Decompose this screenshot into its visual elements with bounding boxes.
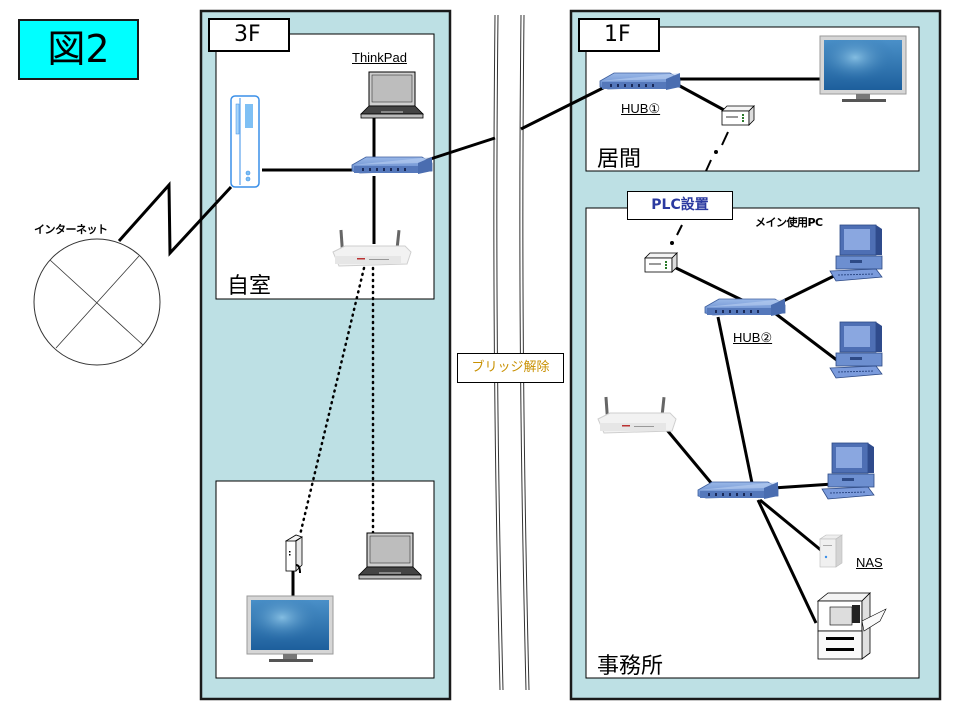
plc-adapter-3f-icon <box>285 534 303 574</box>
floor-label-3f: 3F <box>208 18 290 52</box>
main-pc-label: メイン使用PC <box>755 216 823 229</box>
printer-icon <box>816 592 887 660</box>
hub-3f-icon <box>351 156 433 175</box>
internet-label: インターネット <box>34 223 108 236</box>
room-label-jimusho: 事務所 <box>597 654 664 679</box>
building-gap-lines <box>493 14 530 691</box>
floor-label-1f: 1F <box>578 18 660 52</box>
tv-3f-icon <box>246 595 334 663</box>
laptop-3f-icon <box>358 532 422 580</box>
wireless-links <box>298 266 375 537</box>
hub2-icon <box>704 298 786 317</box>
room-label-jishitsu: 自室 <box>227 274 272 299</box>
nas-icon <box>819 534 843 568</box>
plc-callout: PLC設置 <box>627 191 733 220</box>
wired-links <box>117 77 839 624</box>
bridge-callout: ブリッジ解除 <box>457 353 564 383</box>
thinkpad-laptop-icon <box>360 71 424 119</box>
internet-icon <box>33 238 161 366</box>
modem-icon <box>230 95 260 188</box>
hub-jimusho-icon <box>697 481 779 500</box>
thinkpad-label: ThinkPad <box>352 50 407 65</box>
tv-ima-icon <box>819 35 907 103</box>
hub1-icon <box>599 72 681 91</box>
plc-link <box>670 131 729 245</box>
plc-adapter-jimusho-icon <box>644 252 678 273</box>
nas-label: NAS <box>856 555 883 570</box>
room-label-ima: 居間 <box>597 147 642 172</box>
hub1-label: HUB① <box>621 101 661 116</box>
figure-title: 図2 <box>18 19 139 80</box>
plc-adapter-ima-icon <box>721 105 755 126</box>
hub2-label: HUB② <box>733 330 773 345</box>
